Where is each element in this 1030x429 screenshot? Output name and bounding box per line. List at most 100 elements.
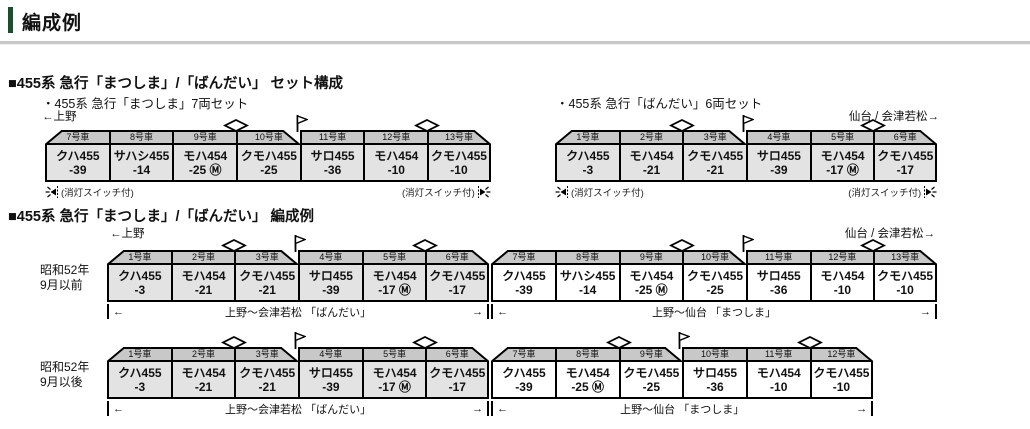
car-number-band: 10号車 (684, 252, 746, 265)
light-switch-icon (45, 186, 59, 198)
car-number-band: 3号車 (236, 349, 299, 362)
car-number: -3 (134, 282, 146, 297)
car-number-band: 9号車 (620, 349, 683, 362)
car-name: モハ454 (820, 148, 865, 163)
car-body: サロ455-36 (301, 145, 364, 180)
car-cell: 8号車サハシ455-14 (108, 130, 173, 182)
car-body: サハシ455-14 (556, 265, 619, 300)
car-cell: 2号車モハ454-21 (618, 118, 696, 182)
car-number: -17 (448, 282, 466, 297)
car-number-band: 9号車 (174, 132, 237, 145)
car-body: サロ455-39 (300, 265, 362, 300)
car-number: -10 (896, 282, 914, 297)
car-body: クモハ455-21 (236, 362, 299, 397)
light-switch-note-text: (消灯スイッチ付) (571, 188, 644, 199)
car-number: -25 (642, 379, 661, 394)
car-number-band: 2号車 (172, 252, 235, 265)
car-body: クハ455-3 (109, 265, 171, 300)
car-cell: 2号車モハ454-21 (170, 335, 248, 399)
car-name: モハ454 (372, 365, 417, 380)
car-name: モハ454 (629, 148, 674, 163)
car-body: サロ455-36 (684, 362, 746, 397)
car-number: -17 (896, 162, 914, 177)
route-label: 上野〜会津若松 「ばんだい」 (225, 403, 372, 416)
car-number: -21 (194, 379, 213, 394)
car-number-band: 6号車 (875, 132, 936, 145)
car-name: サロ455 (693, 365, 738, 380)
car-number: -25 (706, 282, 724, 297)
car-number: -3 (582, 162, 594, 177)
car-name: クハ455 (118, 365, 162, 380)
car-cell: 3号車クモハ455-21 (234, 331, 307, 399)
car-number: -10 (450, 162, 468, 177)
car-cell: 1号車クハ455-3 (554, 129, 619, 182)
bandai-set-subtitle: ・455系 急行「ばんだい」6両セット (556, 97, 763, 111)
matsushima-set-subtitle: ・455系 急行「まつしま」7両セット (42, 97, 249, 111)
car-number: -21 (706, 162, 724, 177)
arrow-right: → (919, 305, 931, 318)
car-name: サハシ455 (559, 268, 616, 283)
car-body: クハ455-39 (493, 362, 555, 397)
pantograph-icon (414, 118, 441, 133)
car-body: モハ454-25 Ⓜ (620, 265, 683, 300)
flag-icon (742, 114, 755, 132)
car-name: クハ455 (502, 365, 546, 380)
pantograph-icon (412, 335, 439, 350)
car-cell: 7号車クハ455-39 (490, 346, 555, 399)
car-number-band: 5号車 (363, 349, 426, 362)
car-cell: 3号車クモハ455-21 (234, 234, 307, 302)
car-name: クモハ455 (687, 148, 744, 163)
motor-mark: Ⓜ (395, 379, 411, 394)
car-number-band: 5号車 (811, 132, 874, 145)
car-cell: 8号車サハシ455-14 (554, 250, 619, 302)
light-switch-note-text: (消灯スイッチ付) (61, 188, 134, 199)
title-divider (0, 41, 1030, 45)
car-name: クハ455 (502, 268, 546, 283)
car-body: クモハ455-25 (238, 145, 300, 180)
car-number-band: 10号車 (238, 132, 300, 145)
car-number: -39 (69, 162, 87, 177)
car-body: クモハ455-10 (875, 265, 935, 300)
route-bar: ←上野〜会津若松 「ばんだい」→ (107, 304, 490, 319)
car-body: モハ454-25 Ⓜ (556, 362, 619, 397)
direction-label-sendai-aizuwakamatsu-2: 仙台 / 会津若松→ (844, 228, 935, 240)
era-line: 9月以前 (40, 278, 83, 292)
car-number-band: 2号車 (620, 132, 683, 145)
car-name: クモハ455 (813, 365, 870, 380)
car-number: -39 (322, 379, 340, 394)
car-cell: 9号車クモハ455-25 (618, 331, 692, 399)
car-number-band: 13号車 (429, 132, 489, 145)
car-number: -10 (832, 379, 851, 394)
route-label: 上野〜会津若松 「ばんだい」 (225, 306, 372, 319)
car-name: モハ454 (183, 148, 228, 163)
car-name: モハ454 (372, 268, 417, 283)
car-body: クハ455-39 (47, 145, 109, 180)
flag-icon (294, 234, 307, 252)
car-body: クモハ455-17 (427, 362, 488, 397)
car-name: クモハ455 (429, 365, 486, 380)
car-number: -10 (770, 379, 788, 394)
car-cell: 6号車クモハ455-17 (873, 129, 938, 182)
car-number: -14 (578, 282, 597, 297)
car-cell: 5号車モハ454-17 Ⓜ (809, 118, 887, 182)
car-cell: 9号車モハ454-25 Ⓜ (172, 118, 250, 182)
flag-icon (296, 114, 309, 132)
car-cell: 1号車クハ455-3 (106, 346, 171, 399)
car-number-band: 9号車 (620, 252, 683, 265)
car-body: サロ455-39 (748, 145, 810, 180)
light-switch-note-text: (消灯スイッチ付) (848, 188, 922, 199)
car-name: モハ454 (629, 268, 674, 283)
car-name: サロ455 (756, 148, 801, 163)
car-name: サロ455 (308, 268, 353, 283)
car-body: モハ454-21 (172, 362, 235, 397)
car-body: クモハ455-21 (684, 145, 747, 180)
car-number-band: 6号車 (427, 252, 488, 265)
car-body: モハ454-17 Ⓜ (811, 145, 874, 180)
